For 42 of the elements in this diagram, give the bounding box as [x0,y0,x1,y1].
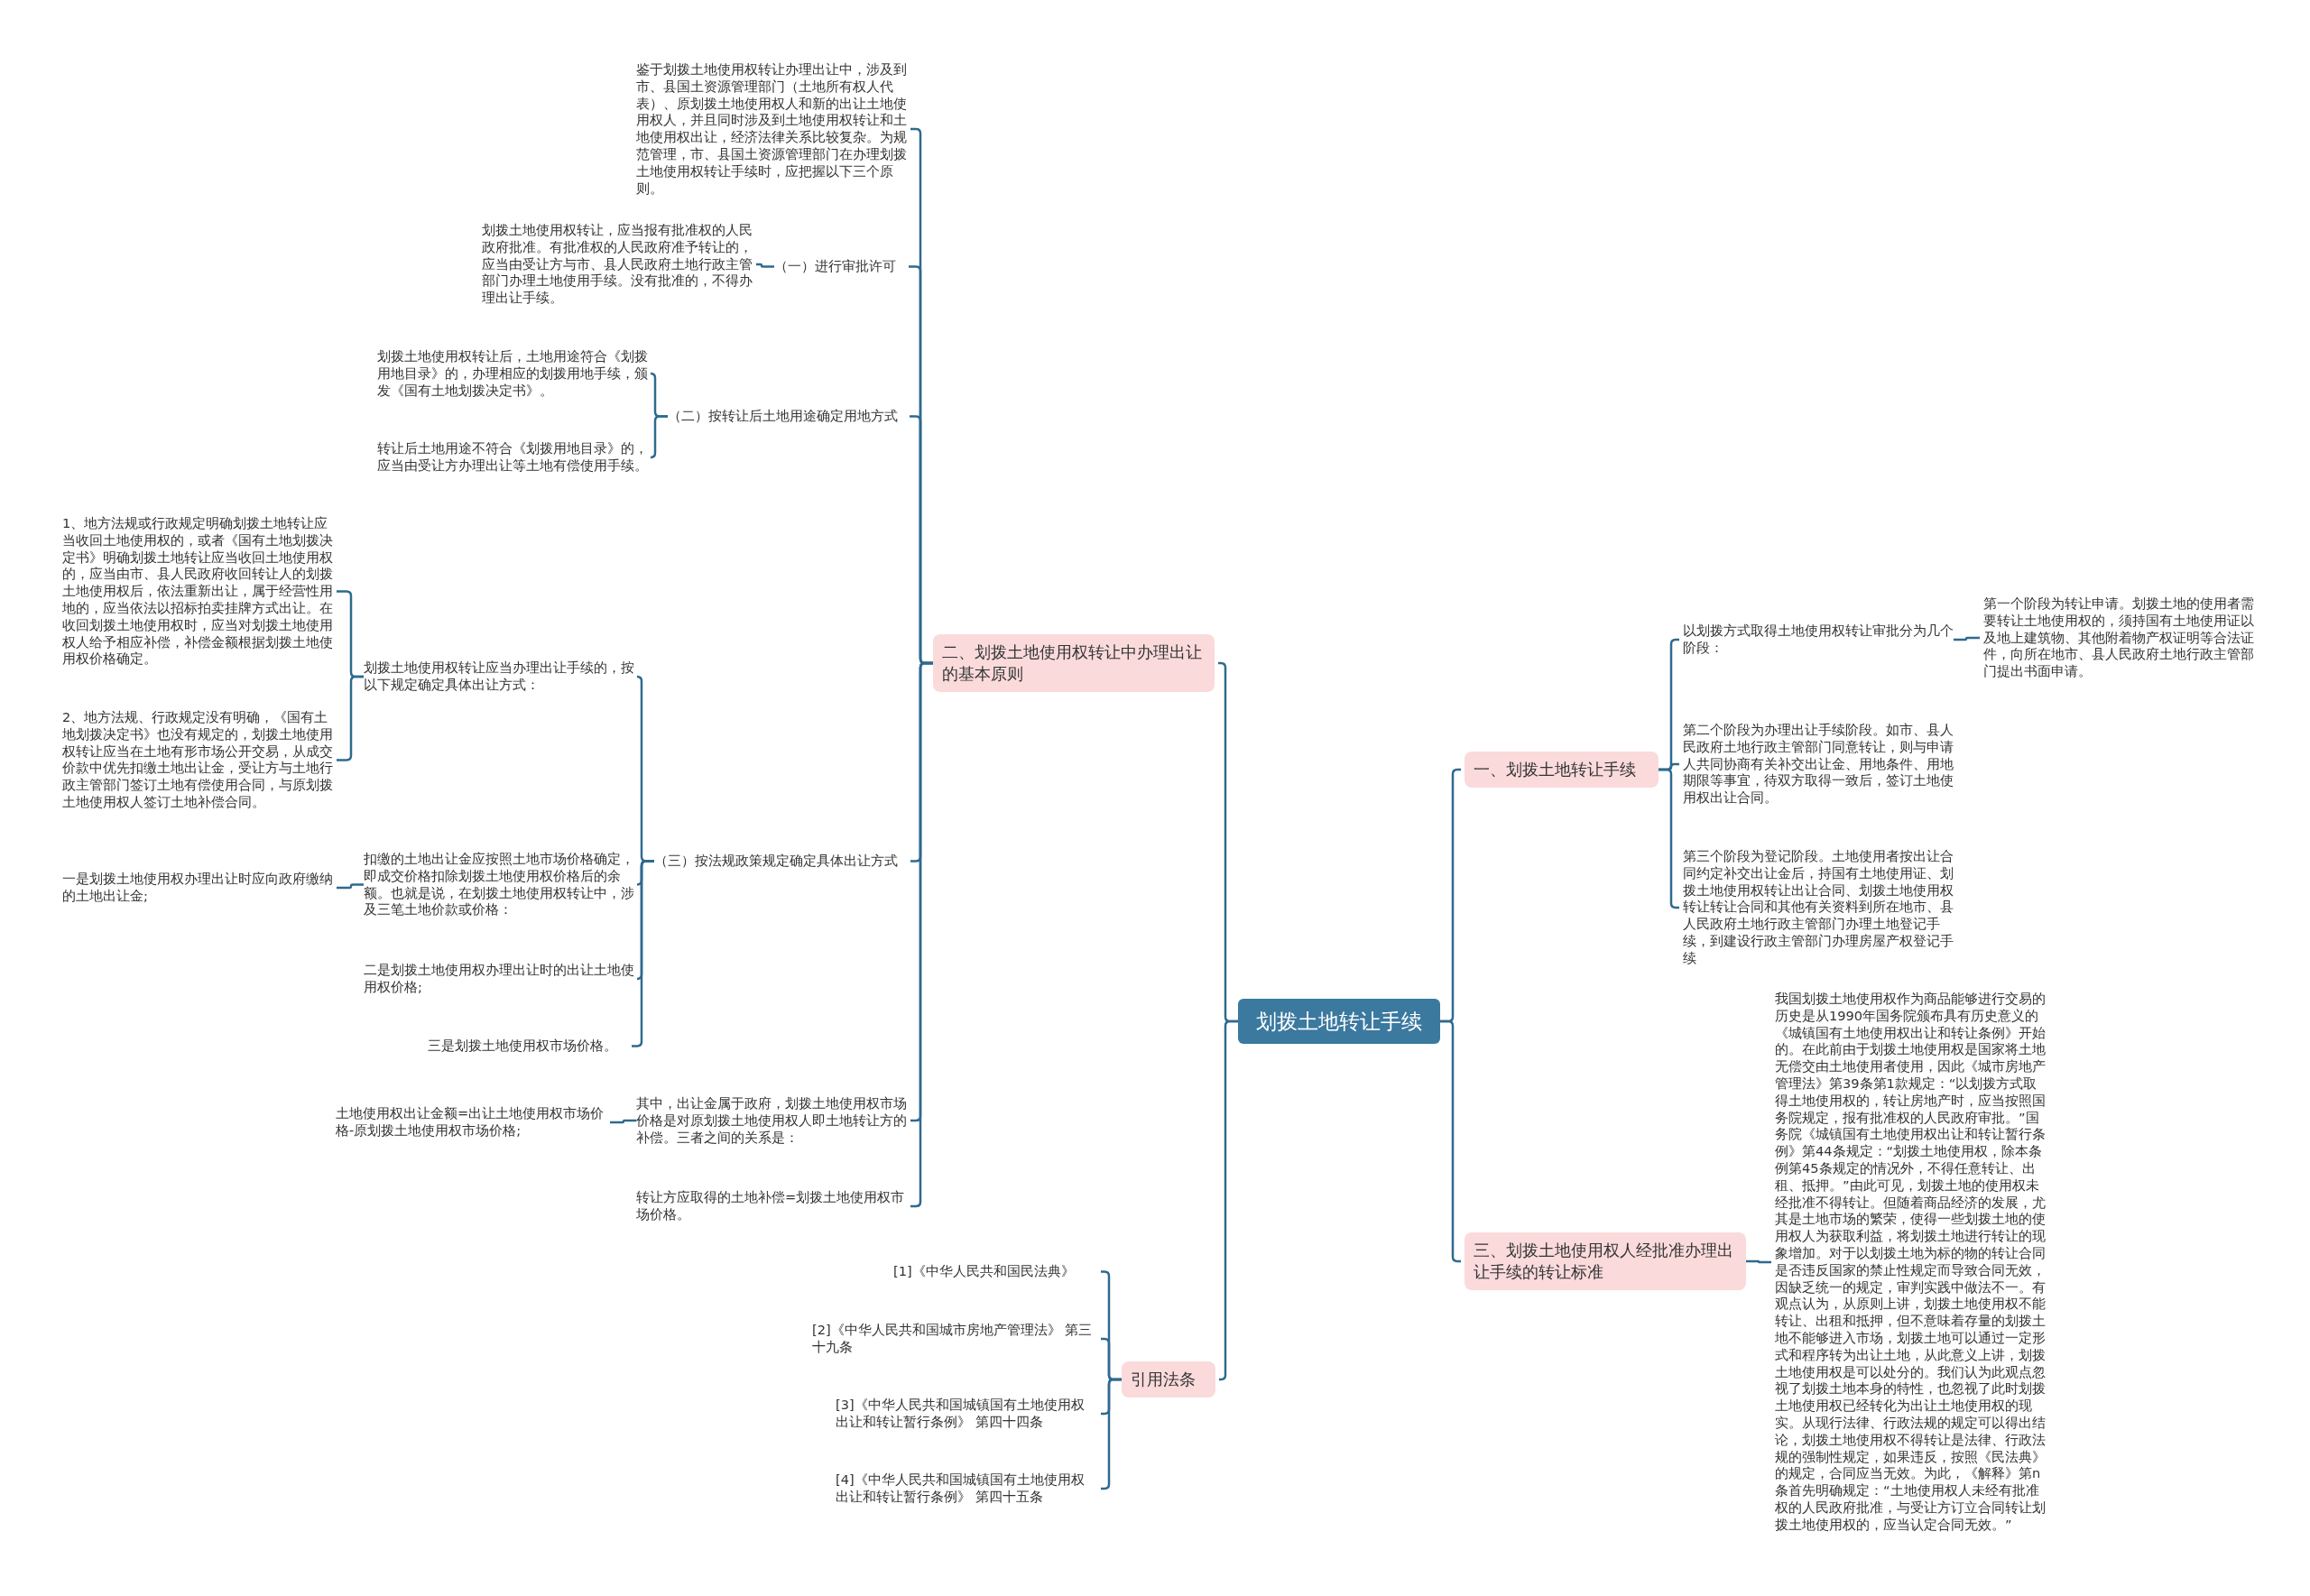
topic-box: 一、划拨土地转让手续 [1465,752,1659,788]
note-text: 第三个阶段为登记阶段。土地使用者按出让合同约定补交出让金后，持国有土地使用证、划拨土地使用权转让出让合同、划拨土地使用权转让转让合同和其他有关资料到所在地市、县人民政府土地行政主管部门办理土地登记手续，到建设行政主管部门办理房屋产权登记手续 [1683,848,1954,967]
connector-line [649,415,668,459]
note-text: 鉴于划拨土地使用权转让办理出让中，涉及到市、县国土资源管理部门（土地所有权人代表）、原划拨土地使用权人和新的出让土地使用权人，并且同时涉及到土地使用权转让和土地使用权出让，经济法律关系比较复杂。为规范管理，市、县国土资源管理部门在办理划拨土地使用权转让手续时，应把握以下三个原则。 [636,61,907,198]
note-text: 划拨土地使用权转让后，土地用途符合《划拨用地目录》的，办理相应的划拨用地手续，颁发《国有土地划拨决定书》。 [377,348,648,400]
note-text: [4]《中华人民共和国城镇国有土地使用权出让和转让暂行条例》 第四十五条 [836,1471,1097,1506]
connector-line [337,883,364,890]
connector-line [1440,1019,1461,1263]
note-text: 土地使用权出让金额=出让土地使用权市场价格-原划拨土地使用权市场价格; [336,1105,606,1139]
topic-box: 二、划拨土地使用权转让中办理出让的基本原则 [933,634,1215,692]
note-text: 以划拨方式取得土地使用权转让审批分为几个阶段： [1683,623,1954,657]
note-text: 二是划拨土地使用权办理出让时的出让土地使用权价格; [364,962,634,996]
topic-box: 三、划拨土地使用权人经批准办理出让手续的转让标准 [1465,1232,1746,1290]
note-text: 划拨土地使用权转让应当办理出让手续的，按以下规定确定具体出让方式： [364,660,634,694]
note-text: （二）按转让后土地用途确定用地方式 [668,408,906,425]
topic-box: 引用法条 [1122,1361,1215,1398]
note-text: 2、地方法规、行政规定没有明确，《国有土地划拨决定书》也没有规定的，划拨土地使用权转让应当在土地有形市场公开交易，从成交价款中优先扣缴土地出让金，受让方与土地行政主管部门签订土地有偿使用合同，与原划拨土地使用权人签订土地补偿合同。 [62,709,333,811]
note-text: 第二个阶段为办理出让手续阶段。如市、县人民政府土地行政主管部门同意转让，则与申请人共同协商有关补交出让金、用地条件、用地期限等事宜，待双方取得一致后，签订土地使用权出让合同。 [1683,722,1954,807]
note-text: 第一个阶段为转让申请。划拨土地的使用者需要转让土地使用权的，须持国有土地使用证以及地上建筑物、其他附着物产权证明等合法证件，向所在地市、县人民政府土地行政主管部门提出书面申请。 [1983,595,2254,680]
note-text: 我国划拨土地使用权作为商品能够进行交易的历史是从1990年国务院颁布具有历史意义的《城镇国有土地使用权出让和转让条例》开始的。在此前由于划拨土地使用权是国家将土地无偿交由土地使用者使用，因此《城市房地产管理法》第39条第1款规定：“以划拨方式取得土地使用权的，转让房地产时，应当按照国务院规定，报有批准权的人民政府审批。”国务院《城镇国有土地使用权出让和转让暂行条例》第44条规定：“划拨土地使用权，除本条例第45条规定的情况外，不得任意转让、出租、抵押。”由此可见，划拨土地的使用权未经批准不得转让。但随着商品经济的发展，尤其是土地市场的繁荣，使得一些划拨土地的使用权人为获取利益，将划拨土地进行转让的现象增加。对于以划拨土地为标的物的转让合同是否违反国家的禁止性规定而导致合同无效，因缺乏统一的规定，审判实践中做法不一。有观点认为，从原则上讲，划拨土地使用权不能转让、出租和抵押，但不意味着存量的划拨土地不能够进入市场，划拨土地可以通过一定形式和程序转为出让土地，从此意义上讲，划拨土地使用权是可以处分的。我们认为此观点忽视了划拨土地本身的特性，也忽视了此时划拨土地使用权已经转化为出让土地使用权的现实。从现行法律、行政法规的规定可以得出结论，划拨土地使用权不得转让是法律、行政法规的强制性规定，如果违反，按照《民法典》的规定，合同应当无效。为此，《解释》第n条首先明确规定：“土地使用权人未经有批准权的人民政府批准，与受让方订立合同转让划拨土地使用权的，应当认定合同无效。” [1775,991,2046,1534]
connector-line [1218,1019,1238,1381]
note-text: 三是划拨土地使用权市场价格。 [428,1038,628,1055]
connector-line [1954,636,1980,641]
connector-line [756,263,774,268]
note-text: （一）进行审批许可 [774,258,905,275]
connector-line [1659,768,1679,909]
note-text: 划拨土地使用权转让，应当报有批准权的人民政府批准。有批准权的人民政府准予转让的，应当由受让方与市、县人民政府土地行政主管部门办理土地使用手续。没有批准的，不得办理出让手续。 [482,222,753,307]
note-text: [1]《中华人民共和国民法典》 [893,1263,1097,1280]
note-text: [2]《中华人民共和国城市房地产管理法》 第三十九条 [812,1322,1097,1356]
connector-line [910,661,933,1208]
connector-line [1101,1378,1122,1490]
note-text: 扣缴的土地出让金应按照土地市场价格确定，即成交价格扣除划拨土地使用权价格后的余额。也就是说，在划拨土地使用权转让中，涉及三笔土地价款或价格： [364,851,634,919]
note-text: 一是划拨土地使用权办理出让时应向政府缴纳的土地出让金; [62,871,333,905]
note-text: 转让后土地用途不符合《划拨用地目录》的，应当由受让方办理出让等土地有偿使用手续。 [377,440,648,475]
note-text: 其中，出让金属于政府，划拨土地使用权市场价格是对原划拨土地使用权人即土地转让方的补偿。三者之间的关系是： [636,1095,907,1147]
note-text: 1、地方法规或行政规定明确划拨土地转让应当收回土地使用权的，或者《国有土地划拨决定书》明确划拨土地转让应当收回土地使用权的，应当由市、县人民政府收回转让人的划拨土地使用权后，依法重新出让，属于经营性用地的，应当依法以招标拍卖挂牌方式出让。在收回划拨土地使用权时，应当对划拨土地使用权人给予相应补偿，补偿金额根据划拨土地使用权价格确定。 [62,515,333,669]
connector-line [1746,1259,1771,1264]
note-text: [3]《中华人民共和国城镇国有土地使用权出让和转让暂行条例》 第四十四条 [836,1397,1097,1431]
note-text: （三）按法规政策规定确定具体出让方式 [654,853,907,870]
root-topic-box: 划拨土地转让手续 [1238,999,1440,1044]
connector-line [610,1119,636,1124]
note-text: 转让方应取得的土地补偿=划拨土地使用权市场价格。 [636,1189,907,1223]
